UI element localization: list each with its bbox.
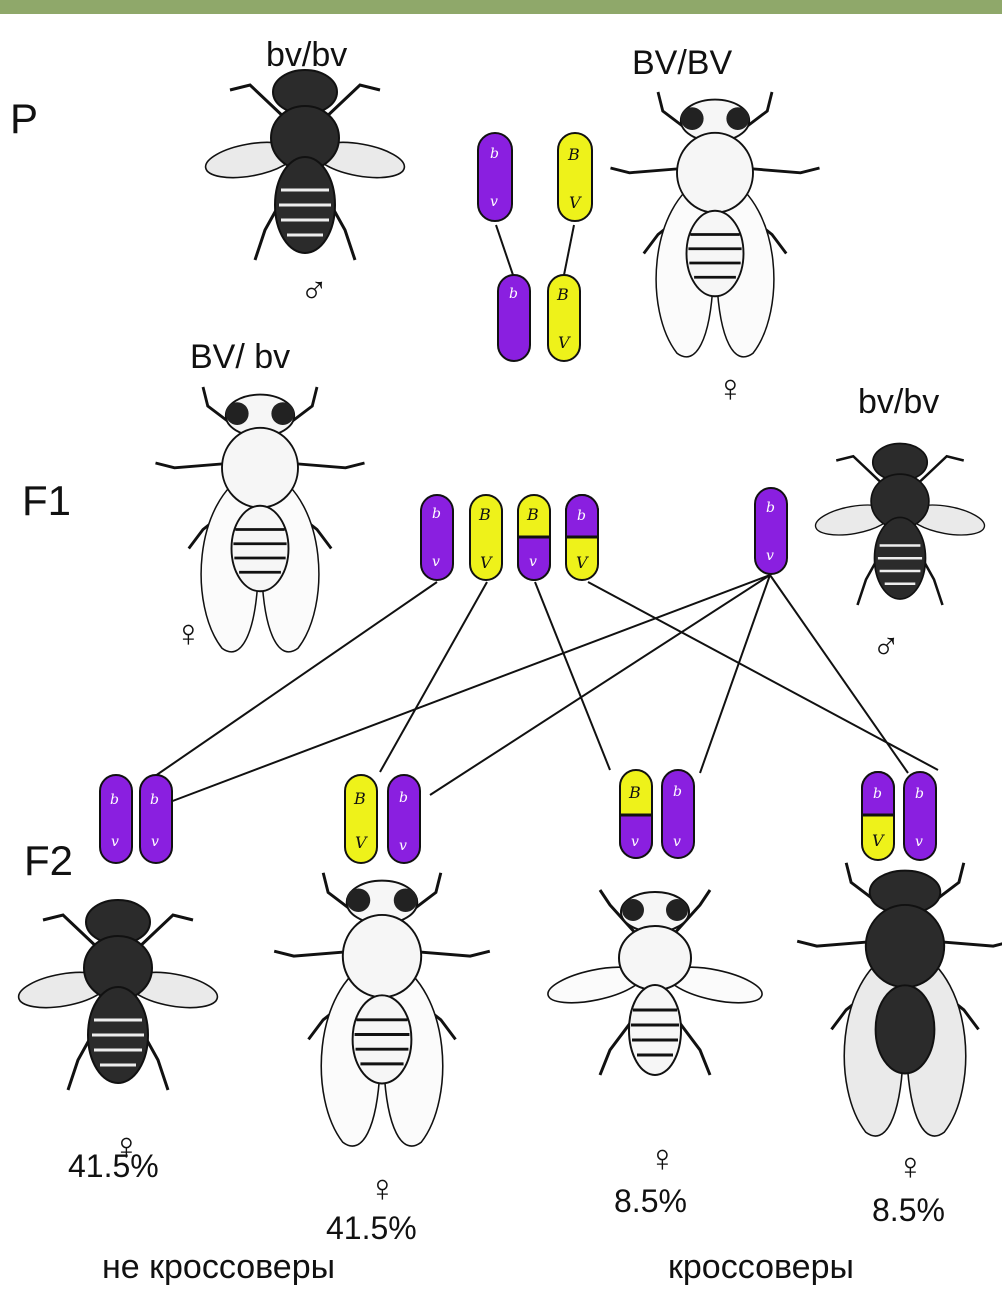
svg-text:B: B: [526, 505, 539, 524]
svg-text:b: b: [150, 792, 159, 808]
svg-text:V: V: [558, 333, 571, 352]
svg-text:b: b: [766, 500, 775, 516]
svg-text:V: V: [872, 831, 885, 850]
offspring-2-chromosomes: B V b v: [345, 775, 420, 863]
svg-text:v: v: [111, 834, 119, 850]
svg-text:b: b: [673, 784, 682, 800]
f1-gamete-chromosomes: b v B V B v b V b v: [421, 488, 787, 580]
parent-chromosome-pair-bottom: b B V: [498, 275, 580, 361]
svg-text:b: b: [399, 790, 408, 806]
parent-chromosome-pair-top: b v B V: [478, 133, 592, 221]
offspring-2-fly: [274, 873, 490, 1146]
svg-text:v: v: [915, 834, 923, 850]
svg-text:b: b: [432, 506, 441, 522]
svg-text:v: v: [529, 554, 537, 570]
f1-female-fly: [156, 387, 365, 652]
svg-text:b: b: [110, 792, 119, 808]
svg-text:v: v: [151, 834, 159, 850]
svg-text:v: v: [766, 548, 774, 564]
svg-text:B: B: [567, 145, 580, 164]
svg-text:V: V: [355, 833, 368, 852]
svg-text:v: v: [490, 194, 498, 210]
svg-text:V: V: [480, 553, 493, 572]
parent-male-fly: [203, 70, 407, 260]
svg-text:V: V: [576, 553, 589, 572]
svg-text:V: V: [569, 193, 582, 212]
offspring-3-fly: [545, 890, 765, 1075]
svg-text:B: B: [628, 783, 641, 802]
svg-text:B: B: [478, 505, 491, 524]
offspring-1-chromosomes: b v b v: [100, 775, 172, 863]
svg-text:b: b: [490, 146, 499, 162]
svg-text:B: B: [353, 789, 366, 808]
svg-text:b: b: [915, 786, 924, 802]
svg-text:b: b: [577, 508, 586, 524]
svg-text:v: v: [673, 834, 681, 850]
svg-text:b: b: [509, 286, 518, 302]
svg-text:v: v: [631, 834, 639, 850]
svg-text:B: B: [556, 285, 569, 304]
f1-male-fly: [813, 444, 987, 606]
parent-female-fly: [611, 92, 820, 357]
svg-text:v: v: [432, 554, 440, 570]
offspring-3-chromosomes: B v b v: [620, 770, 694, 858]
offspring-4-fly: [797, 863, 1002, 1136]
offspring-4-chromosomes: b V b v: [862, 772, 936, 860]
svg-text:b: b: [873, 786, 882, 802]
svg-text:v: v: [399, 838, 407, 854]
offspring-1-fly: [16, 900, 220, 1090]
